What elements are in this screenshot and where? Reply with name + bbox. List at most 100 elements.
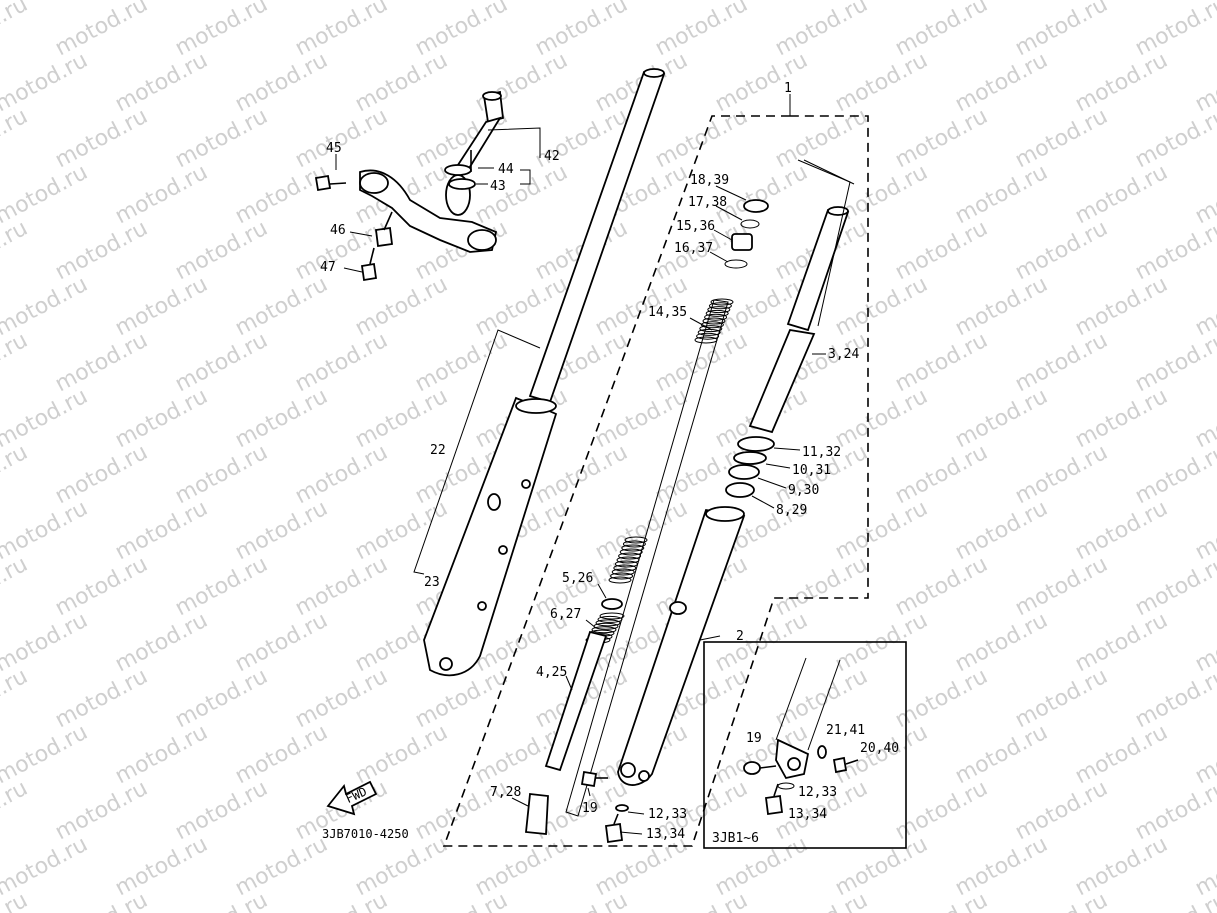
label-42: 42 [544, 149, 560, 164]
watermark-text: motod.ru [231, 832, 332, 901]
watermark-text: motod.ru [171, 328, 272, 397]
spring-coil [614, 560, 638, 568]
spring-coil [610, 572, 634, 580]
watermark-text: motod.ru [831, 384, 932, 453]
watermark-text: motod.ru [1071, 160, 1172, 229]
watermark-text: motod.ru [1071, 48, 1172, 117]
watermark-text: motod.ru [531, 440, 632, 509]
watermark-text: motod.ru [1191, 0, 1217, 5]
label-11-32: 11,32 [802, 445, 841, 460]
watermark-text: motod.ru [951, 48, 1052, 117]
spring-coil [624, 536, 648, 544]
label-2: 2 [736, 629, 744, 644]
watermark-text: motod.ru [1011, 328, 1112, 397]
under-bracket-assembly [314, 90, 541, 282]
watermark-text: motod.ru [231, 48, 332, 117]
spring-coil [619, 548, 643, 556]
spring-coil [591, 626, 617, 634]
watermark-text: motod.ru [891, 552, 992, 621]
watermark-text: motod.ru [111, 496, 212, 565]
watermark-text: motod.ru [771, 0, 872, 61]
watermark-text: motod.ru [1131, 0, 1217, 61]
watermark-text: motod.ru [651, 104, 752, 173]
watermark-text: motod.ru [891, 0, 992, 61]
watermark-text: motod.ru [411, 664, 512, 733]
watermark-text: motod.ru [411, 328, 512, 397]
watermark-text: motod.ru [1071, 832, 1172, 901]
watermark-text: motod.ru [0, 440, 32, 509]
spring-coil [696, 332, 720, 340]
label-13-34-inset: 13,34 [788, 807, 827, 822]
label-16-37: 16,37 [674, 241, 713, 256]
watermark-text: motod.ru [1131, 328, 1217, 397]
watermark-text: motod.ru [0, 0, 32, 61]
watermark-text: motod.ru [0, 328, 32, 397]
watermark-text: motod.ru [291, 664, 392, 733]
watermark-text: motod.ru [1131, 776, 1217, 845]
spring-coil [599, 612, 625, 620]
inset-variant-box [703, 641, 907, 849]
spring-coil [704, 313, 728, 321]
watermark-text: motod.ru [591, 384, 692, 453]
spring-coil [700, 321, 724, 329]
label-19: 19 [582, 801, 598, 816]
watermark-text: motod.ru [111, 160, 212, 229]
label-5-26: 5,26 [562, 571, 593, 586]
watermark-text: motod.ru [291, 440, 392, 509]
spring-coil [613, 564, 637, 572]
watermark-text: motod.ru [291, 888, 392, 913]
label-20-40: 20,40 [860, 741, 899, 756]
watermark-text: motod.ru [111, 272, 212, 341]
watermark-text: motod.ru [0, 216, 32, 285]
watermark-text: motod.ru [411, 0, 512, 61]
spring-coil [616, 556, 640, 564]
watermark-text: motod.ru [171, 440, 272, 509]
watermark-text: motod.ru [771, 104, 872, 173]
watermark-text: motod.ru [951, 720, 1052, 789]
watermark-text: motod.ru [411, 888, 512, 913]
watermark-text: motod.ru [951, 608, 1052, 677]
watermark-text: motod.ru [531, 0, 632, 61]
label-14-35: 14,35 [648, 305, 687, 320]
watermark-text: motod.ru [231, 384, 332, 453]
watermark-text: motod.ru [1131, 104, 1217, 173]
part-labels: 42 44 43 45 46 47 18,39 17,38 15,36 16,3… [320, 81, 899, 846]
watermark-text: motod.ru [351, 48, 452, 117]
spring-coil [710, 298, 734, 306]
label-1: 1 [784, 81, 792, 96]
watermark-text: motod.ru [171, 216, 272, 285]
watermark-text: motod.ru [51, 328, 152, 397]
watermark-text: motod.ru [0, 104, 32, 173]
label-6-27: 6,27 [550, 607, 581, 622]
watermark-text: motod.ru [951, 384, 1052, 453]
watermark-text: motod.ru [951, 496, 1052, 565]
inner-tube [413, 68, 666, 677]
spring-coil [699, 325, 723, 333]
spring-coil [608, 576, 632, 584]
spring-coil [702, 317, 726, 325]
label-10-31: 10,31 [792, 463, 831, 478]
watermark-text: motod.ru [51, 888, 152, 913]
watermark-text: motod.ru [771, 552, 872, 621]
watermark-text: motod.ru [891, 216, 992, 285]
label-3-24: 3,24 [828, 347, 859, 362]
watermark-text: motod.ru [1011, 216, 1112, 285]
label-45: 45 [326, 141, 342, 156]
watermark-text: motod.ru [1071, 608, 1172, 677]
model-range-label: 3JB1~6 [712, 831, 759, 846]
watermark-text: motod.ru [231, 160, 332, 229]
watermark-text: motod.ru [51, 440, 152, 509]
watermark-text: motod.ru [591, 832, 692, 901]
watermark-text: motod.ru [51, 664, 152, 733]
assembly-boundary [442, 115, 869, 847]
watermark-text: motod.ru [51, 0, 152, 61]
watermark-text: motod.ru [171, 888, 272, 913]
watermark-text: motod.ru [111, 832, 212, 901]
label-46: 46 [330, 223, 346, 238]
watermark-text: motod.ru [711, 48, 812, 117]
spring-coil [595, 619, 621, 627]
watermark-text: motod.ru [171, 0, 272, 61]
spring-coil [597, 615, 623, 623]
